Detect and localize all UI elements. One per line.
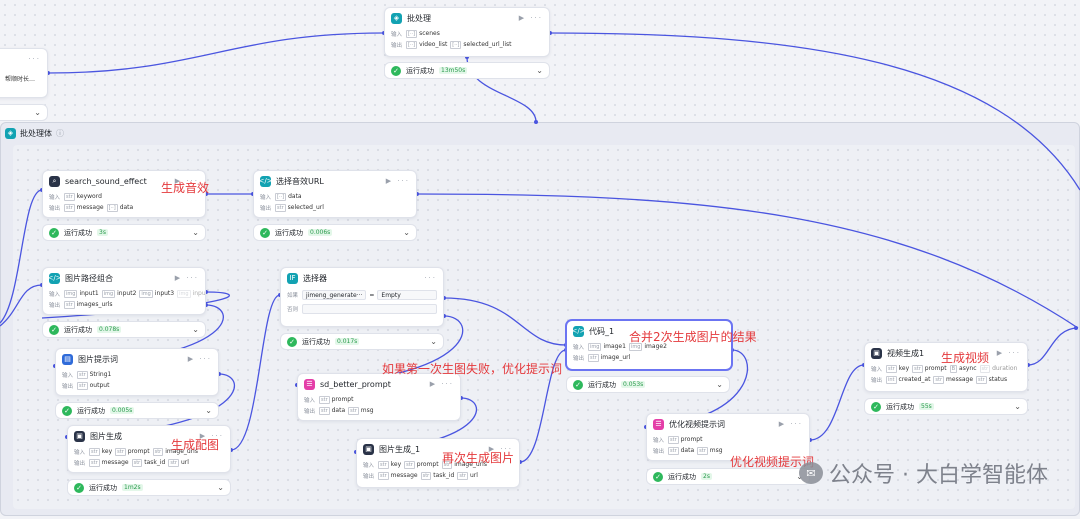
chevron-down-icon[interactable]: ⌄ — [536, 66, 543, 75]
condition-value[interactable]: Empty — [377, 290, 437, 300]
plugin-icon: ▣ — [74, 430, 85, 442]
code-icon: </> — [258, 175, 273, 187]
node-title: 代码_1 — [589, 326, 615, 336]
node-title: 图片路径组合 — [65, 273, 113, 283]
chevron-down-icon[interactable]: ⌄ — [205, 406, 212, 415]
container-title: 批处理体 — [20, 129, 52, 138]
annotation-sound: 生成音效 — [161, 181, 210, 195]
node-title: 选择音效URL — [276, 176, 324, 186]
batch-node[interactable]: ◈ 批处理 ▶ ··· 输入 [··]scenes 输出 [··]video_l… — [384, 7, 550, 57]
chevron-down-icon[interactable]: ⌄ — [192, 325, 199, 334]
chevron-down-icon[interactable]: ⌄ — [192, 228, 199, 237]
input-chip: [··]scenes — [406, 29, 440, 38]
node-title: 优化视频提示词 — [669, 419, 725, 429]
annotation-optimize: 优化视频提示词 — [730, 455, 815, 469]
info-icon[interactable]: ⓘ — [56, 129, 64, 138]
condition-operator: = — [369, 291, 375, 299]
plugin-icon: ▣ — [363, 443, 374, 455]
run-more-icons[interactable]: ▶ ··· — [778, 420, 803, 428]
chevron-down-icon[interactable]: ⌄ — [430, 337, 437, 346]
check-icon: ✓ — [62, 405, 72, 416]
llm-icon: ☰ — [653, 418, 664, 430]
chevron-down-icon[interactable]: ⌄ — [1014, 402, 1021, 411]
input-label: 输入 — [391, 31, 403, 38]
more-icon[interactable]: ··· — [28, 55, 41, 63]
check-icon: ✓ — [871, 401, 881, 412]
plugin-icon: ⌕ — [49, 175, 60, 187]
more-icon[interactable]: ··· — [424, 274, 437, 282]
check-icon: ✓ — [653, 471, 663, 482]
chevron-down-icon[interactable]: ⌄ — [403, 228, 410, 237]
node-title: 批处理 — [407, 13, 431, 23]
output-chip: [··]selected_url_list — [450, 40, 512, 49]
annotation-merge: 合并2次生成图片的结果 — [629, 330, 757, 344]
output-chip: [··]video_list — [406, 40, 448, 49]
check-icon: ✓ — [74, 482, 84, 493]
run-more-icons[interactable]: ▶ ··· — [385, 177, 410, 185]
check-icon: ✓ — [260, 227, 270, 238]
run-more-icons[interactable]: ▶ ··· — [187, 355, 212, 363]
code-icon: </> — [571, 325, 586, 337]
annotation-regen: 再次生成图片 — [442, 451, 515, 465]
annotation-image: 生成配图 — [171, 438, 220, 452]
watermark: ✉ 公众号 · 大白学智能体 — [799, 457, 1048, 489]
check-icon: ✓ — [287, 336, 297, 347]
batch-icon: ◈ — [391, 12, 402, 24]
check-icon: ✓ — [573, 379, 583, 390]
run-more-icons[interactable]: ▶ ··· — [518, 14, 543, 22]
run-more-icons[interactable]: ▶ ··· — [174, 274, 199, 282]
partial-node-left[interactable]: ··· 帮顺时长… — [0, 48, 48, 98]
batch-icon: ◈ — [5, 128, 16, 139]
annotation-video: 生成视频 — [941, 351, 990, 365]
chevron-down-icon[interactable]: ⌄ — [716, 380, 723, 389]
check-icon: ✓ — [49, 324, 59, 335]
check-icon: ✓ — [49, 227, 59, 238]
run-more-icons[interactable]: ▶ ··· — [996, 349, 1021, 357]
chevron-down-icon[interactable]: ⌄ — [217, 483, 224, 492]
node-title: 视频生成1 — [887, 348, 925, 358]
check-icon: ✓ — [391, 65, 401, 76]
run-more-icons[interactable]: ▶ ··· — [174, 177, 199, 185]
node-title: 图片提示词 — [78, 354, 118, 364]
else-field[interactable] — [302, 304, 437, 314]
condition-variable[interactable]: jimeng_generate··· — [302, 290, 367, 300]
chevron-down-icon[interactable]: ⌄ — [34, 108, 41, 117]
node-title: sd_better_prompt — [320, 379, 391, 389]
node-title: 选择器 — [303, 273, 327, 283]
node-title: search_sound_effect — [65, 176, 147, 186]
if-icon: IF — [287, 272, 298, 284]
run-more-icons[interactable]: ▶ ··· — [429, 380, 454, 388]
annotation-fallback: 如果第一次生图失败，优化提示词 — [382, 362, 563, 376]
llm-icon: ☰ — [304, 378, 315, 390]
partial-status[interactable]: ⌄ — [0, 104, 48, 121]
text-icon: ▤ — [62, 353, 73, 365]
code-icon: </> — [47, 272, 62, 284]
run-more-icons[interactable]: ▶ ··· — [488, 445, 513, 453]
output-label: 输出 — [391, 42, 403, 49]
wechat-icon: ✉ — [799, 462, 824, 484]
partial-text: 帮顺时长… — [5, 76, 36, 83]
plugin-icon: ▣ — [871, 347, 882, 359]
